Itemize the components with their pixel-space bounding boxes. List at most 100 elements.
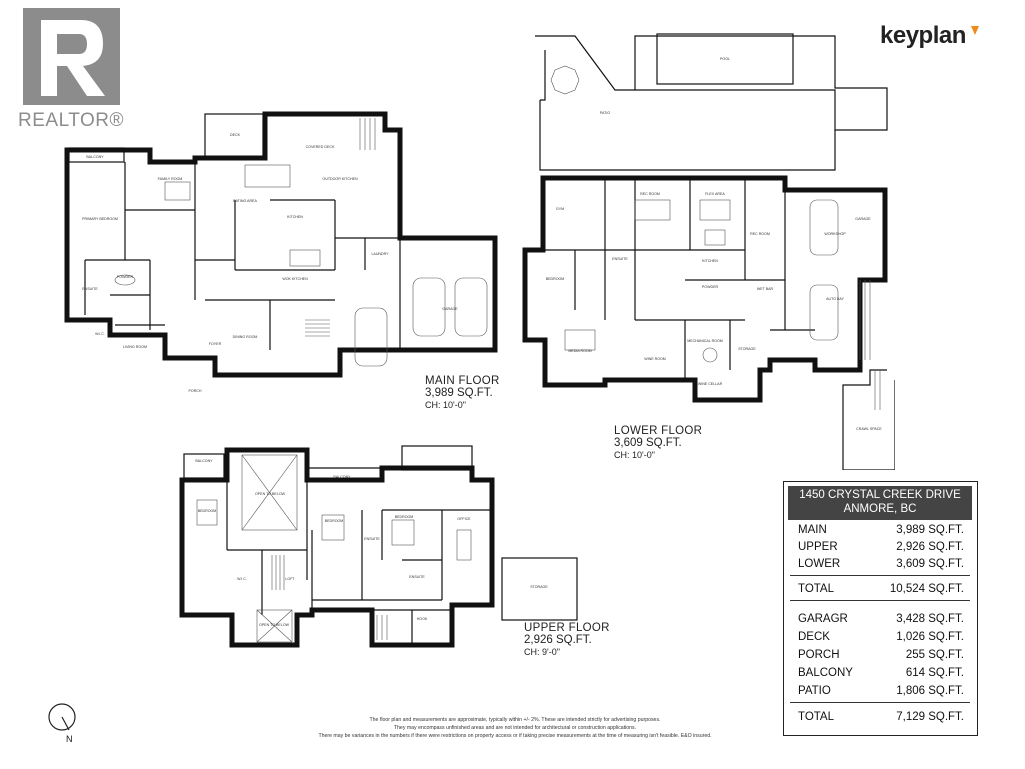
keyplan-mark-icon <box>971 26 979 35</box>
disclaimer-line: There may be variances in the numbers if… <box>318 733 712 739</box>
disclaimer-line: The floor plan and measurements are appr… <box>369 717 661 723</box>
summary-value: 1,806 SQ.FT. <box>896 685 964 697</box>
summary-value: 2,926 SQ.FT. <box>896 541 964 553</box>
room-label: MECHANICAL ROOM <box>687 339 723 343</box>
room-label: STORAGE <box>738 347 756 351</box>
room-label: REC ROOM <box>640 192 660 196</box>
room-label: HOOK <box>417 617 428 621</box>
room-label: BALCONY <box>333 475 351 479</box>
room-label: OUTDOOR KITCHEN <box>322 177 358 181</box>
summary-label: DECK <box>798 631 830 643</box>
floor-title: UPPER FLOOR <box>524 622 610 634</box>
summary-label: UPPER <box>798 541 838 553</box>
room-label: CRAWL SPACE <box>856 427 882 431</box>
room-label: WET BAR <box>757 287 774 291</box>
room-label: ENSUITE <box>612 257 628 261</box>
disclaimer: The floor plan and measurements are appr… <box>290 716 740 740</box>
room-label: OPEN TO BELOW <box>259 623 290 627</box>
summary-label: BALCONY <box>798 667 853 679</box>
room-label: KITCHEN <box>287 215 303 219</box>
room-label: BALCONY <box>86 155 104 159</box>
room-label: W.I.C. <box>237 577 247 581</box>
room-label: GYM <box>556 207 564 211</box>
lower-floor-label: LOWER FLOOR 3,609 SQ.FT. CH: 10'-0" <box>614 425 702 461</box>
room-label: MEDIA ROOM <box>568 349 591 353</box>
room-label: BEDROOM <box>395 515 414 519</box>
room-label: OFFICE <box>457 517 471 521</box>
address-line-1: 1450 CRYSTAL CREEK DRIVE <box>799 489 961 501</box>
summary-value: 255 SQ.FT. <box>905 649 964 661</box>
room-label: ENSUITE <box>364 537 380 541</box>
summary-value: 3,989 SQ.FT. <box>896 524 964 536</box>
floor-ceiling: CH: 9'-0" <box>524 647 560 657</box>
room-label: PATIO <box>600 111 610 115</box>
room-label: WINE CELLAR <box>698 382 723 386</box>
room-label: STORAGE <box>530 585 548 589</box>
main-floor-label: MAIN FLOOR 3,989 SQ.FT. CH: 10'-0" <box>425 375 500 411</box>
disclaimer-line: They may encompass unfinished areas and … <box>393 725 637 731</box>
room-label: GARAGE <box>855 217 871 221</box>
floor-area: 2,926 SQ.FT. <box>524 634 592 646</box>
room-label: BEDROOM <box>325 519 344 523</box>
room-label: BEDROOM <box>198 509 217 513</box>
summary-header: 1450 CRYSTAL CREEK DRIVE ANMORE, BC <box>788 486 972 520</box>
compass-north-label: N <box>66 734 73 744</box>
area-summary-table: 1450 CRYSTAL CREEK DRIVE ANMORE, BC MAIN… <box>783 481 978 736</box>
lower-floor-plan: PATIO POOL GYM REC ROOM FLEX AREA KITCHE… <box>522 33 895 470</box>
room-label: AUTO BAY <box>826 297 844 301</box>
room-label: ENSUITE <box>409 575 425 579</box>
summary-value: 3,609 SQ.FT. <box>896 558 964 570</box>
room-label: OPEN TO BELOW <box>255 492 286 496</box>
room-label: BEDROOM <box>546 277 565 281</box>
realtor-r-icon <box>41 20 105 96</box>
upper-floor-plan: BALCONY BEDROOM OPEN TO BELOW BALCONY BE… <box>179 445 578 648</box>
summary-label: PATIO <box>798 685 831 697</box>
summary-value: 1,026 SQ.FT. <box>896 631 964 643</box>
room-label: COVERED DECK <box>306 145 335 149</box>
room-label: POOL <box>720 57 730 61</box>
summary-value: 3,428 SQ.FT. <box>896 613 964 625</box>
address-line-2: ANMORE, BC <box>843 503 917 515</box>
summary-label: PORCH <box>798 649 840 661</box>
summary-label: LOWER <box>798 558 841 570</box>
summary-label: GARAGR <box>798 613 848 625</box>
room-label: POWDER <box>702 285 719 289</box>
realtor-wordmark: REALTOR® <box>18 110 124 131</box>
room-label: FOYER <box>209 342 222 346</box>
room-label: LIVING ROOM <box>123 345 147 349</box>
room-label: LOFT <box>285 577 295 581</box>
summary-label: TOTAL <box>798 583 834 595</box>
room-label: ENSUITE <box>82 287 98 291</box>
room-label: DECK <box>230 133 241 137</box>
room-label: FLEX AREA <box>705 192 725 196</box>
room-label: KITCHEN <box>702 259 718 263</box>
room-label: FAMILY ROOM <box>158 177 183 181</box>
summary-value: 614 SQ.FT. <box>905 667 964 679</box>
summary-value: 10,524 SQ.FT. <box>889 583 964 595</box>
floor-area: 3,989 SQ.FT. <box>425 387 493 399</box>
room-label: W.I.C. <box>95 332 105 336</box>
room-label: WORKSHOP <box>824 232 846 236</box>
floor-title: LOWER FLOOR <box>614 425 703 437</box>
summary-value: 7,129 SQ.FT. <box>896 711 964 723</box>
room-label: WINE ROOM <box>644 357 666 361</box>
summary-divider <box>790 600 970 601</box>
room-label: GARAGE <box>442 307 458 311</box>
floor-ceiling: CH: 10'-0" <box>614 450 655 460</box>
room-label: POWDER <box>117 275 134 279</box>
room-label: PRIMARY BEDROOM <box>82 217 118 221</box>
keyplan-logo: keyplan <box>880 22 966 49</box>
floor-area: 3,609 SQ.FT. <box>614 437 682 449</box>
room-label: WOK KITCHEN <box>282 277 308 281</box>
upper-floor-label: UPPER FLOOR 2,926 SQ.FT. CH: 9'-0" <box>524 622 610 658</box>
room-label: PORCH <box>189 389 202 393</box>
summary-divider <box>790 702 970 703</box>
summary-label: TOTAL <box>798 711 834 723</box>
room-label: DINING ROOM <box>233 335 258 339</box>
room-label: BALCONY <box>195 459 213 463</box>
summary-divider <box>790 575 970 576</box>
compass-icon <box>48 703 76 731</box>
room-label: LAUNDRY <box>371 252 389 256</box>
realtor-logo <box>23 8 120 105</box>
floor-title: MAIN FLOOR <box>425 375 500 387</box>
